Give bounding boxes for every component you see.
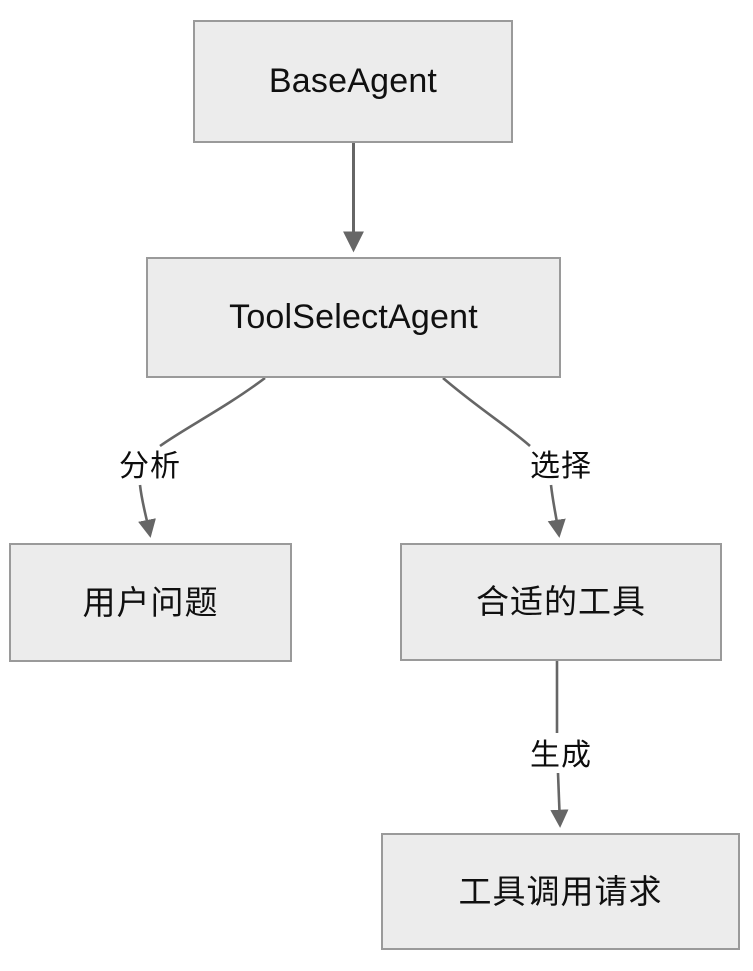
edge-label-generate: 生成 — [530, 739, 592, 772]
edge-suitable-tool-to-tool-call-arrow — [550, 772, 569, 828]
node-tool-select-agent[interactable]: ToolSelectAgent — [146, 257, 561, 378]
edge-tool-select-to-user-question-arrow — [138, 484, 156, 538]
edge-tool-select-to-user-question — [159, 376, 266, 448]
edge-tool-select-to-suitable-tool — [442, 377, 531, 447]
node-base-agent-label: BaseAgent — [268, 62, 438, 101]
node-tool-call-request[interactable]: 工具调用请求 — [381, 833, 740, 950]
node-user-question[interactable]: 用户问题 — [9, 543, 292, 662]
node-suitable-tool[interactable]: 合适的工具 — [400, 543, 722, 661]
node-user-question-label: 用户问题 — [82, 583, 219, 621]
node-base-agent[interactable]: BaseAgent — [193, 20, 513, 143]
edge-label-analyze: 分析 — [119, 450, 181, 483]
edge-tool-select-to-suitable-tool-arrow — [547, 484, 566, 538]
edge-label-select: 选择 — [530, 450, 592, 483]
node-tool-call-request-label: 工具调用请求 — [458, 872, 663, 910]
node-suitable-tool-label: 合适的工具 — [476, 583, 646, 621]
node-tool-select-agent-label: ToolSelectAgent — [229, 298, 478, 337]
